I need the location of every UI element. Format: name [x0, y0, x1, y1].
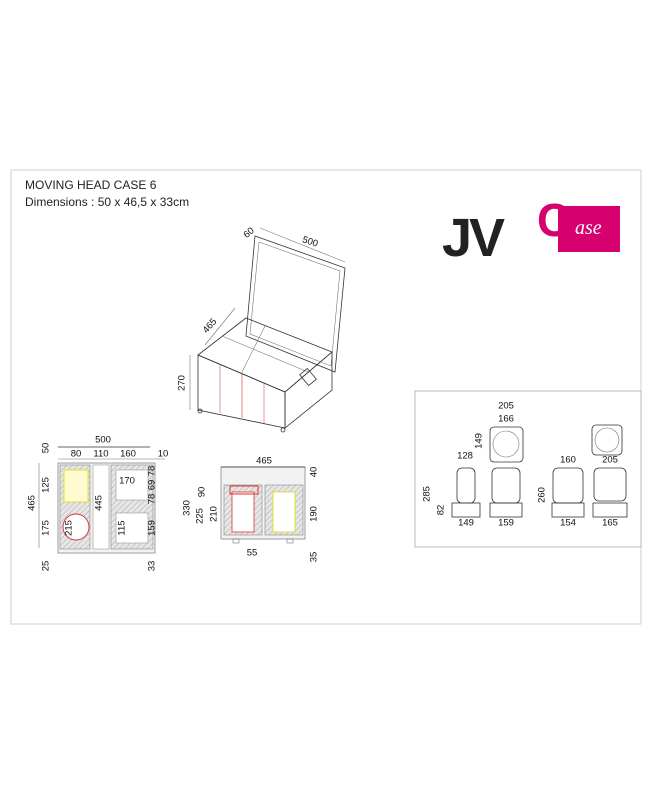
- dimension-label: 285: [422, 486, 433, 502]
- dimension-label: ase: [575, 217, 602, 239]
- dimension-label: 170: [119, 476, 135, 487]
- dimension-label: 10: [158, 449, 169, 460]
- dimension-label: 175: [41, 520, 52, 536]
- dimension-label: 125: [41, 477, 52, 493]
- dimension-label: 110: [93, 449, 108, 460]
- product-dimensions-panel: 205 166 149 128 285 82 149 159 160 205 2…: [414, 390, 642, 548]
- dimension-label: 445: [94, 495, 105, 511]
- dimension-label: 330: [182, 500, 193, 516]
- dimension-label: 35: [309, 552, 320, 563]
- dimension-label: 500: [95, 435, 111, 446]
- front-section-view: 465 40 90 330 225 210 190 55 35: [182, 456, 320, 563]
- dimension-label: 205: [498, 401, 514, 412]
- iso-width-label: 500: [301, 234, 319, 249]
- dimension-label: 149: [474, 433, 485, 449]
- dimension-label: 115: [117, 520, 128, 535]
- dimension-label: 210: [209, 506, 220, 522]
- dimension-label: 154: [560, 518, 576, 529]
- dimension-label: 166: [498, 414, 514, 425]
- dimension-label: 82: [436, 505, 447, 516]
- dimension-label: 225: [195, 508, 206, 524]
- dimension-label: 215: [64, 520, 75, 536]
- dimension-label: 159: [147, 520, 158, 536]
- dimension-label: 40: [309, 467, 320, 478]
- isometric-case-view: 270 465 60 500: [177, 225, 346, 433]
- dimension-label: C: [537, 194, 570, 246]
- dimension-label: 25: [41, 561, 52, 572]
- dimension-label: 465: [256, 456, 272, 467]
- dimension-label: 160: [120, 449, 136, 460]
- open-lid: [245, 235, 346, 373]
- dimension-label: 165: [602, 518, 618, 529]
- dimension-label: 78: [147, 466, 158, 477]
- dimension-label: 55: [247, 548, 258, 559]
- dimension-label: 33: [147, 561, 158, 572]
- dimension-label: 159: [498, 518, 514, 529]
- dimension-label: 260: [537, 487, 548, 503]
- dimension-label: 50: [41, 443, 52, 454]
- case-side: [284, 351, 333, 429]
- dimension-label: 160: [560, 455, 576, 466]
- jv-case-logo: JV C ase: [442, 194, 620, 268]
- dimension-label: 149: [458, 518, 474, 529]
- dimension-label: 78: [147, 494, 158, 505]
- dimension-label: 205: [602, 455, 618, 466]
- iso-height-label: 270: [177, 375, 188, 391]
- dimension-label: 90: [197, 487, 208, 498]
- dimension-label: 465: [27, 495, 38, 511]
- title: MOVING HEAD CASE 6: [25, 178, 157, 192]
- dimension-label: 69: [147, 480, 158, 491]
- dimension-label: JV: [442, 208, 505, 268]
- top-plan-view: 500 50 80 110 160 10 78 69 78 125 465 44…: [27, 435, 169, 572]
- dimensions-text: Dimensions : 50 x 46,5 x 33cm: [25, 195, 189, 209]
- dimension-label: 80: [71, 449, 82, 460]
- dimension-label: 128: [457, 451, 473, 462]
- dimension-label: 190: [309, 506, 320, 522]
